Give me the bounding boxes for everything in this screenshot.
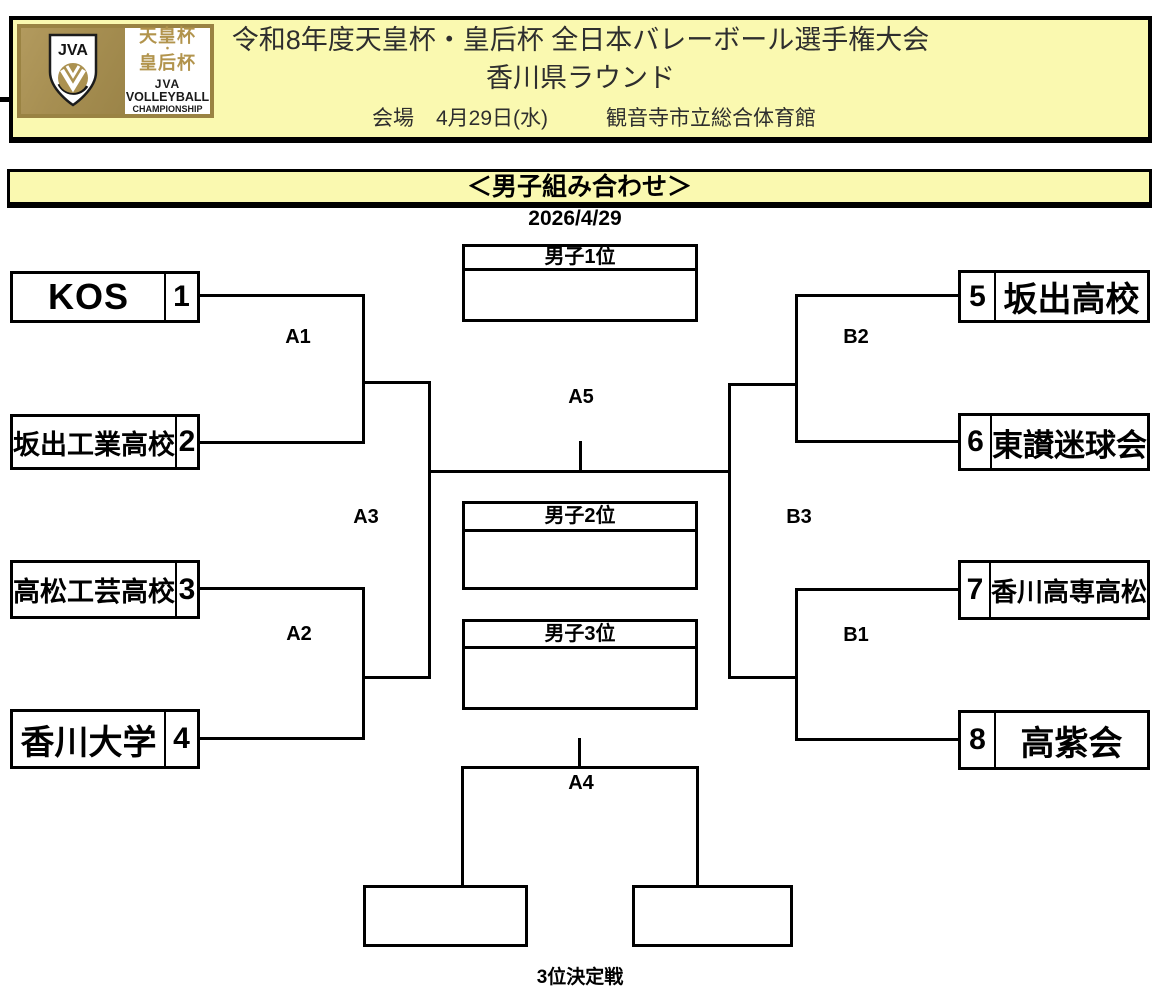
bracket-line-b3-vertical bbox=[728, 383, 731, 679]
venue-name: 観音寺市立総合体育館 bbox=[606, 107, 817, 130]
team-seed: 2 bbox=[178, 425, 196, 458]
bracket-line-b2-winner bbox=[728, 383, 798, 386]
venue-date: 4月29日(水) bbox=[436, 107, 549, 130]
match-label-a4: A4 bbox=[568, 772, 594, 794]
bracket-line-a2-winner bbox=[362, 676, 431, 679]
bracket-line-a3-vertical bbox=[428, 381, 431, 679]
team-box-2: 坂出工業高校 2 bbox=[10, 414, 200, 470]
bracket-line-b1-winner bbox=[728, 676, 798, 679]
bracket-line-team1 bbox=[200, 294, 365, 297]
bracket-line-b2-vertical bbox=[795, 294, 798, 443]
third-place-slot-left bbox=[363, 885, 528, 947]
result-box-third-place: 男子3位 bbox=[462, 619, 698, 710]
bracket-line-team7 bbox=[795, 588, 958, 591]
team-box-6: 6 東讃迷球会 bbox=[958, 413, 1150, 471]
team-box-8: 8 高紫会 bbox=[958, 710, 1150, 770]
team-name: 坂出工業高校 bbox=[13, 417, 177, 467]
bracket-line-a1-winner bbox=[362, 381, 431, 384]
team-box-7: 7 香川高専高松 bbox=[958, 560, 1150, 620]
team-seed: 4 bbox=[173, 722, 190, 755]
team-name: 香川高専高松 bbox=[990, 576, 1147, 607]
venue-info: 会場 4月29日(水) 観音寺市立総合体育館 bbox=[372, 107, 816, 131]
bracket-line-a4-right-vertical bbox=[696, 766, 699, 888]
result-box-label: 男子1位 bbox=[465, 247, 695, 271]
bracket-line-thirdplace-stub bbox=[578, 738, 581, 769]
team-name: 香川大学 bbox=[13, 712, 166, 766]
team-name: 東讃迷球会 bbox=[992, 427, 1147, 463]
third-place-match-title: 3位決定戦 bbox=[536, 967, 624, 988]
team-name: 高松工芸高校 bbox=[13, 563, 177, 616]
jva-shield-icon: JVA bbox=[48, 33, 98, 107]
team-box-4: 香川大学 4 bbox=[10, 709, 200, 769]
bracket-line-team2 bbox=[200, 441, 365, 444]
result-box-label: 男子2位 bbox=[465, 504, 695, 532]
logo-cup-line2: 皇后杯 bbox=[139, 53, 196, 73]
venue-label: 会場 bbox=[372, 107, 414, 130]
mens-bracket-section-title: ＜男子組み合わせ＞ bbox=[7, 169, 1152, 208]
match-label-b3: B3 bbox=[786, 506, 812, 528]
result-box-label: 男子3位 bbox=[465, 622, 695, 649]
match-label-b2: B2 bbox=[843, 326, 869, 348]
match-label-a1: A1 bbox=[285, 326, 311, 348]
team-seed: 7 bbox=[961, 563, 991, 617]
team-seed: 1 bbox=[173, 280, 190, 313]
jva-logo-shield-panel: JVA bbox=[21, 28, 125, 114]
bracket-line-team5 bbox=[795, 294, 958, 297]
logo-org-championship: CHAMPIONSHIP bbox=[132, 104, 203, 114]
team-name: KOS bbox=[13, 274, 166, 320]
logo-cup-line1: 天皇杯 bbox=[139, 26, 196, 46]
bracket-date: 2026/4/29 bbox=[528, 207, 622, 230]
bracket-line-team4 bbox=[200, 737, 365, 740]
third-place-slot-right bbox=[632, 885, 793, 947]
team-box-3: 高松工芸高校 3 bbox=[10, 560, 200, 619]
team-seed: 5 bbox=[961, 273, 996, 320]
bracket-line-a2-vertical bbox=[362, 587, 365, 740]
team-seed: 3 bbox=[178, 572, 196, 606]
tournament-round: 香川県ラウンド bbox=[486, 63, 675, 93]
bracket-line-team6 bbox=[795, 440, 958, 443]
bracket-line-final-stub bbox=[579, 441, 582, 473]
logo-shield-jva-text: JVA bbox=[58, 42, 88, 59]
match-label-a3: A3 bbox=[353, 506, 379, 528]
match-label-a5: A5 bbox=[568, 386, 594, 408]
team-box-5: 5 坂出高校 bbox=[958, 270, 1150, 323]
bracket-line-b1-vertical bbox=[795, 588, 798, 741]
logo-cup-dot: ・ bbox=[162, 44, 173, 55]
bracket-line-team8 bbox=[795, 738, 958, 741]
bracket-line-team3 bbox=[200, 587, 365, 590]
jva-championship-logo: JVA 天皇杯 ・ 皇后杯 JVA VOLLEYBALL CHAMPIONSHI… bbox=[17, 24, 214, 118]
match-label-a2: A2 bbox=[286, 623, 312, 645]
logo-org-jva: JVA bbox=[154, 77, 181, 91]
logo-org-volleyball: VOLLEYBALL bbox=[125, 90, 210, 104]
bracket-line-a4-horizontal bbox=[461, 766, 699, 769]
jva-logo-text-panel: 天皇杯 ・ 皇后杯 JVA VOLLEYBALL CHAMPIONSHIP bbox=[125, 26, 210, 114]
team-seed: 8 bbox=[961, 713, 996, 767]
team-box-1: KOS 1 bbox=[10, 271, 200, 323]
volleyball-outline bbox=[57, 83, 89, 95]
bracket-line-a4-left-vertical bbox=[461, 766, 464, 888]
team-name: 坂出高校 bbox=[1003, 281, 1140, 319]
match-label-b1: B1 bbox=[843, 624, 869, 646]
bracket-line-a1-vertical bbox=[362, 294, 365, 444]
team-name: 高紫会 bbox=[1020, 724, 1123, 763]
result-box-first-place: 男子1位 bbox=[462, 244, 698, 322]
result-box-second-place: 男子2位 bbox=[462, 501, 698, 590]
team-seed: 6 bbox=[961, 416, 992, 468]
tournament-title: 令和8年度天皇杯・皇后杯 全日本バレーボール選手権大会 bbox=[231, 25, 930, 55]
